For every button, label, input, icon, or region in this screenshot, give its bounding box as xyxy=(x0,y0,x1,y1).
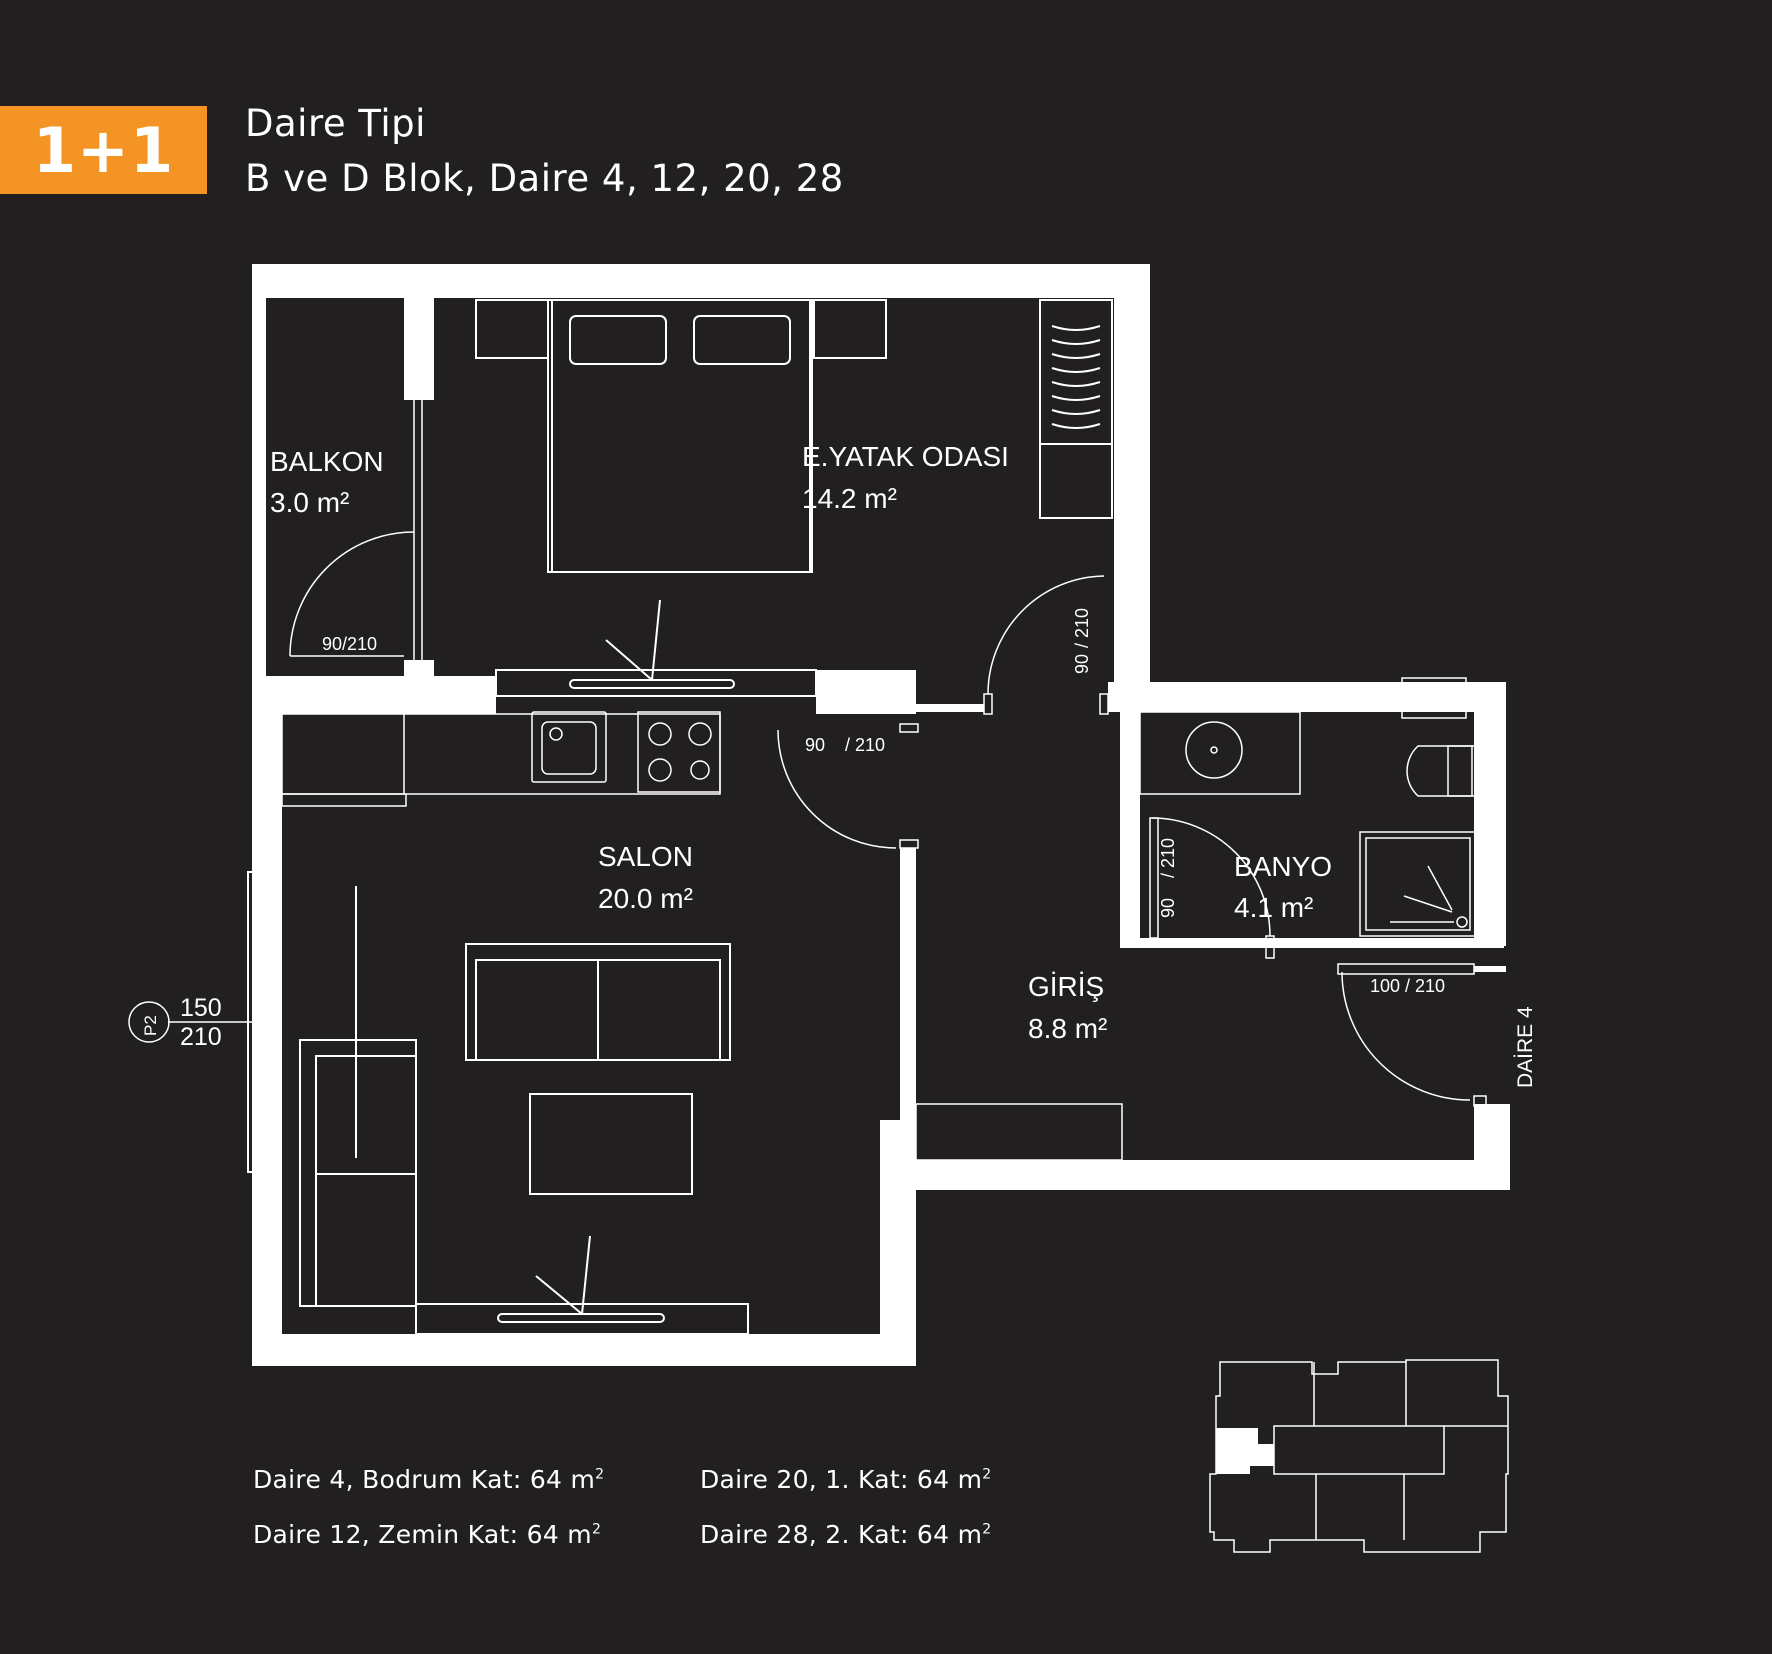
salon-door-dim-w: 90 xyxy=(805,735,825,755)
bathroom-door-dim-h: / 210 xyxy=(1158,838,1178,878)
bedroom-name: E.YATAK ODASI xyxy=(802,441,1009,472)
page-title: Daire Tipi xyxy=(245,102,426,145)
window-width: 150 xyxy=(180,994,222,1022)
giris-area: 8.8 m² xyxy=(1028,1013,1107,1044)
bathroom-fixtures xyxy=(1139,677,1477,937)
bedroom-furniture xyxy=(475,299,1113,697)
entrance-door xyxy=(1337,963,1487,1107)
bathroom-door xyxy=(1149,817,1275,959)
unit-type-label: 1+1 xyxy=(32,113,175,187)
salon-door xyxy=(777,723,919,849)
unit-info-2: Daire 12, Zemin Kat: 64 m2 xyxy=(253,1520,602,1549)
giris-name: GİRİŞ xyxy=(1028,971,1104,1002)
window-code: P2 xyxy=(141,1015,160,1036)
balkon-area: 3.0 m² xyxy=(270,487,349,518)
walls xyxy=(252,264,1510,1366)
entry-door-dim: 100 / 210 xyxy=(1370,976,1445,996)
bedroom-area: 14.2 m² xyxy=(802,483,897,514)
banyo-name: BANYO xyxy=(1234,851,1332,882)
bedroom-door-dim-h: / 210 xyxy=(1072,608,1092,648)
entrance-label: DAİRE 4 xyxy=(1514,1006,1537,1088)
unit-info-4: Daire 28, 2. Kat: 64 m2 xyxy=(700,1520,992,1549)
unit-info-1: Daire 4, Bodrum Kat: 64 m2 xyxy=(253,1465,605,1494)
balkon-name: BALKON xyxy=(270,446,384,477)
window-height: 210 xyxy=(180,1023,222,1051)
bathroom-door-dim-w: 90 xyxy=(1158,898,1178,918)
bedroom-door xyxy=(983,575,1109,715)
page-subtitle: B ve D Blok, Daire 4, 12, 20, 28 xyxy=(245,157,844,200)
salon-name: SALON xyxy=(598,841,693,872)
salon-furniture xyxy=(299,886,749,1335)
salon-area: 20.0 m² xyxy=(598,883,693,914)
salon-door-dim-h: / 210 xyxy=(845,735,885,755)
balkon-door xyxy=(289,400,423,660)
bedroom-door-dim-w: 90 xyxy=(1072,654,1092,674)
unit-info-3: Daire 20, 1. Kat: 64 m2 xyxy=(700,1465,992,1494)
unit-type-badge: 1+1 xyxy=(0,106,207,194)
kitchen-counter xyxy=(281,711,721,807)
balkon-door-dim: 90/210 xyxy=(322,634,377,654)
banyo-area: 4.1 m² xyxy=(1234,892,1313,923)
key-plan-highlight xyxy=(1216,1428,1274,1474)
